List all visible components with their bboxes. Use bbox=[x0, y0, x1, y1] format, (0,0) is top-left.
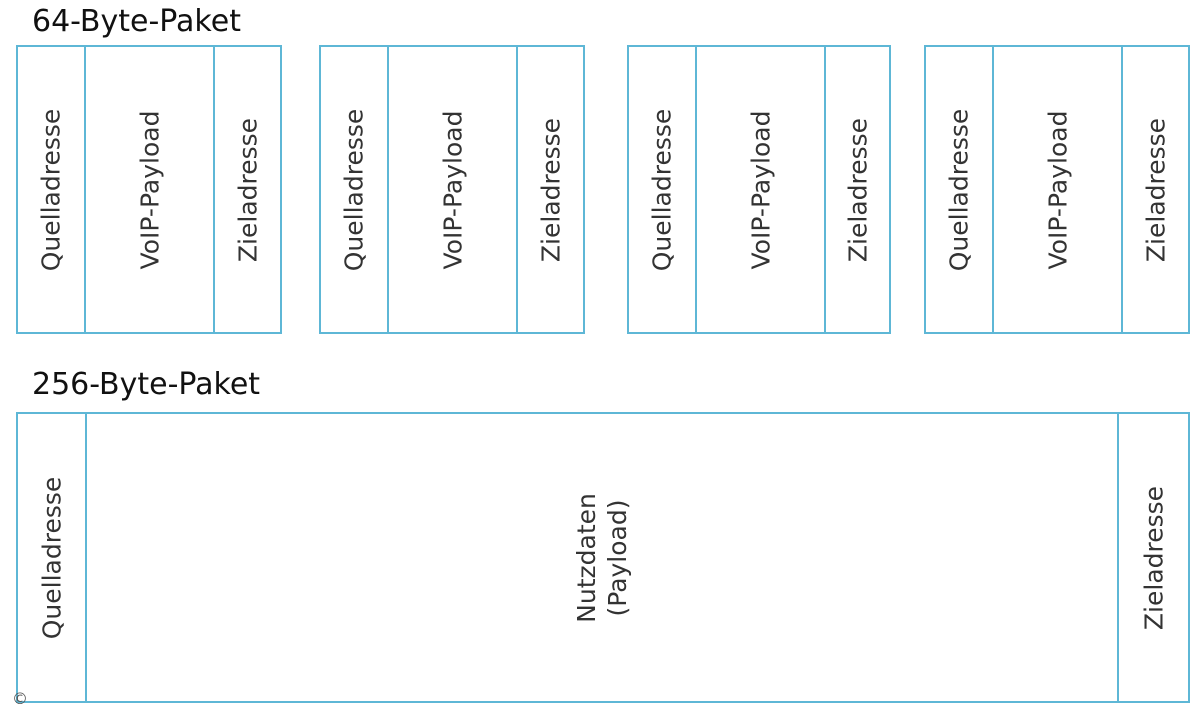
large-packet: Quelladresse Nutzdaten (Payload) Zieladr… bbox=[16, 412, 1190, 703]
source-address-label: Quelladresse bbox=[647, 108, 677, 271]
destination-address-label: Zieladresse bbox=[1138, 485, 1168, 630]
destination-address-field: Zieladresse bbox=[518, 47, 583, 332]
voip-payload-field: VoIP-Payload bbox=[389, 47, 518, 332]
destination-address-field: Zieladresse bbox=[1119, 414, 1188, 701]
voip-payload-field: VoIP-Payload bbox=[86, 47, 215, 332]
source-address-field: Quelladresse bbox=[18, 47, 86, 332]
large-packet-title: 256-Byte-Paket bbox=[32, 367, 261, 402]
source-address-label: Quelladresse bbox=[36, 476, 66, 639]
destination-address-label: Zieladresse bbox=[842, 117, 872, 262]
source-address-field: Quelladresse bbox=[18, 414, 87, 701]
copyright-icon: © bbox=[12, 689, 28, 708]
voip-payload-label: VoIP-Payload bbox=[1042, 110, 1072, 269]
destination-address-label: Zieladresse bbox=[1140, 117, 1170, 262]
source-address-label: Quelladresse bbox=[339, 108, 369, 271]
small-packet: Quelladresse VoIP-Payload Zieladresse bbox=[319, 45, 585, 334]
small-packet-title: 64-Byte-Paket bbox=[32, 4, 241, 39]
voip-payload-field: VoIP-Payload bbox=[697, 47, 826, 332]
small-packet: Quelladresse VoIP-Payload Zieladresse bbox=[924, 45, 1190, 334]
source-address-label: Quelladresse bbox=[36, 108, 66, 271]
small-packet: Quelladresse VoIP-Payload Zieladresse bbox=[16, 45, 282, 334]
voip-payload-label: VoIP-Payload bbox=[745, 110, 775, 269]
source-address-field: Quelladresse bbox=[926, 47, 994, 332]
destination-address-field: Zieladresse bbox=[1123, 47, 1188, 332]
payload-label-line2: (Payload) bbox=[603, 499, 632, 617]
destination-address-label: Zieladresse bbox=[535, 117, 565, 262]
voip-payload-label: VoIP-Payload bbox=[437, 110, 467, 269]
source-address-label: Quelladresse bbox=[944, 108, 974, 271]
payload-label-line1: Nutzdaten bbox=[571, 492, 601, 623]
destination-address-label: Zieladresse bbox=[232, 117, 262, 262]
destination-address-field: Zieladresse bbox=[215, 47, 280, 332]
small-packet: Quelladresse VoIP-Payload Zieladresse bbox=[627, 45, 891, 334]
voip-payload-field: VoIP-Payload bbox=[994, 47, 1123, 332]
voip-payload-label: VoIP-Payload bbox=[134, 110, 164, 269]
payload-label: Nutzdaten (Payload) bbox=[571, 493, 634, 623]
destination-address-field: Zieladresse bbox=[826, 47, 889, 332]
source-address-field: Quelladresse bbox=[321, 47, 389, 332]
payload-field: Nutzdaten (Payload) bbox=[87, 414, 1119, 701]
source-address-field: Quelladresse bbox=[629, 47, 697, 332]
